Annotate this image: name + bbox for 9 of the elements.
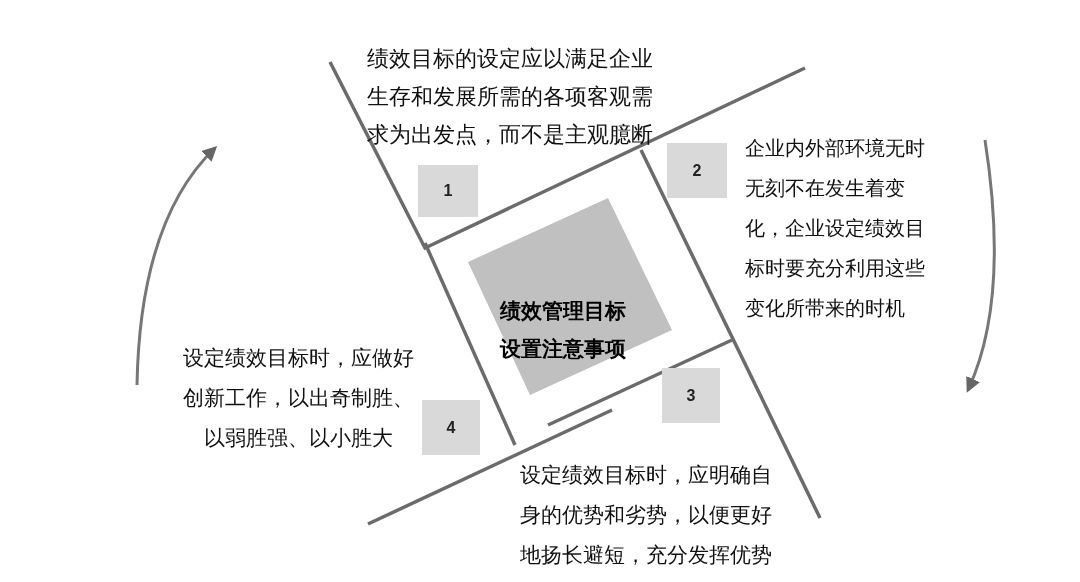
note-text: 企业内外部环境无时无刻不在发生着变化，企业设定绩效目标时要充分利用这些变化所带来的时机: [745, 135, 926, 322]
number-box: 1: [418, 165, 478, 217]
note-text: 设定绩效目标时，应做好创新工作，以出奇制胜、以弱胜强、以小胜大: [181, 345, 415, 452]
number-box: 3: [662, 368, 720, 423]
note-text: 设定绩效目标时，应明确自身的优势和劣势，以便更好地扬长避短，充分发挥优势: [520, 462, 773, 569]
note-text: 绩效目标的设定应以满足企业生存和发展所需的各项客观需求为出发点，而不是主观臆断: [366, 45, 654, 149]
center-title: 绩效管理目标设置注意事项: [500, 298, 627, 363]
number-box: 4: [422, 400, 480, 455]
number-box: 2: [667, 143, 727, 198]
